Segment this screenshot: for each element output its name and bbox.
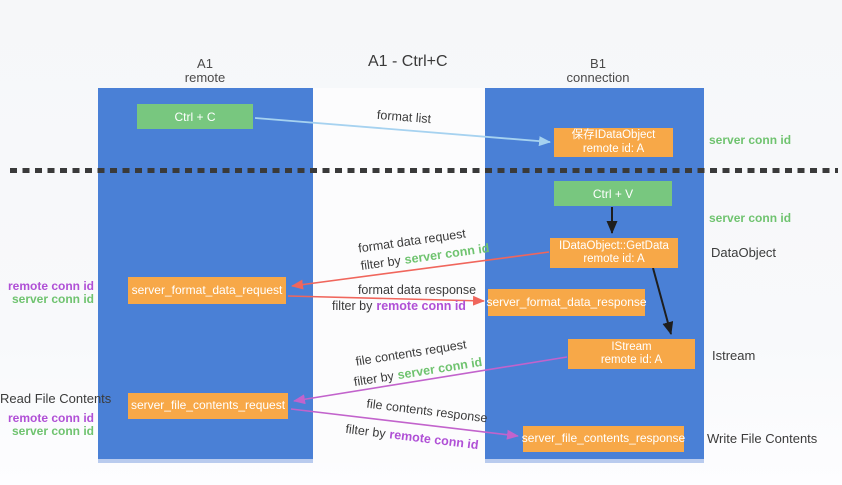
edge-label-format-data-response: format data response xyxy=(357,283,477,297)
node-server-file-contents-request-label: server_file_contents_request xyxy=(130,398,286,413)
side-label-remote-conn-id-format: remote conn id xyxy=(7,279,94,293)
filter-by-text: filter by xyxy=(332,299,373,313)
node-save-idataobject: 保存IDataObject remote id: A xyxy=(554,128,673,157)
node-server-format-data-request-label: server_format_data_request xyxy=(131,282,283,297)
node-istream: IStream remote id: A xyxy=(568,339,695,369)
side-label-server-conn-id-mid: server conn id xyxy=(709,211,792,225)
arrow-format-data-request xyxy=(291,251,550,290)
arrow-format-list xyxy=(254,117,551,147)
remote-conn-id-text: remote conn id xyxy=(376,299,466,313)
node-istream-line1: IStream xyxy=(611,340,652,353)
side-label-dataobject: DataObject xyxy=(711,245,777,260)
lane-header-a1: A1 remote xyxy=(135,57,275,85)
node-server-format-data-response: server_format_data_response xyxy=(486,289,647,316)
arrow-file-contents-response xyxy=(290,408,519,440)
node-server-format-data-response-label: server_format_data_response xyxy=(486,294,647,309)
node-server-file-contents-response-label: server_file_contents_response xyxy=(521,431,686,446)
lane-b1-subtitle: connection xyxy=(566,70,630,85)
side-label-server-conn-id-top: server conn id xyxy=(709,133,792,147)
side-label-server-conn-id-format: server conn id xyxy=(11,292,94,306)
node-idataobject-getdata-line2: remote id: A xyxy=(583,253,645,265)
phase-separator-dashed-line xyxy=(10,168,838,173)
node-istream-line2: remote id: A xyxy=(600,354,663,366)
lane-a1-subtitle: remote xyxy=(184,70,226,85)
node-ctrl-c-label: Ctrl + C xyxy=(174,109,216,124)
lane-gap-background xyxy=(313,88,485,463)
title-line-1: A1 - Ctrl+C xyxy=(368,53,448,70)
side-label-istream: Istream xyxy=(712,348,756,363)
node-server-format-data-request: server_format_data_request xyxy=(128,277,286,304)
side-label-read-file-contents: Read File Contents xyxy=(0,391,112,406)
node-idataobject-getdata-line1: IDataObject::GetData xyxy=(559,239,669,252)
node-ctrl-v: Ctrl + V xyxy=(554,181,672,206)
node-ctrl-v-label: Ctrl + V xyxy=(592,186,634,201)
side-label-write-file-contents: Write File Contents xyxy=(707,431,818,446)
node-server-file-contents-request: server_file_contents_request xyxy=(128,393,288,419)
side-label-server-conn-id-file: server conn id xyxy=(11,424,94,438)
side-label-remote-conn-id-file: remote conn id xyxy=(7,411,94,425)
lane-a1-name: A1 xyxy=(197,56,213,71)
node-idataobject-getdata: IDataObject::GetData remote id: A xyxy=(550,238,678,268)
lane-header-b1: B1 connection xyxy=(528,57,668,85)
arrow-file-contents-request xyxy=(293,356,568,405)
node-server-file-contents-response: server_file_contents_response xyxy=(521,426,686,452)
node-save-idataobject-line2: remote id: A xyxy=(582,142,645,155)
node-ctrl-c: Ctrl + C xyxy=(137,104,253,129)
arrow-format-data-response xyxy=(287,295,485,306)
arrow-getdata-to-istream xyxy=(652,267,674,335)
node-save-idataobject-line1: 保存IDataObject xyxy=(571,129,656,141)
lane-b1-name: B1 xyxy=(590,56,606,71)
